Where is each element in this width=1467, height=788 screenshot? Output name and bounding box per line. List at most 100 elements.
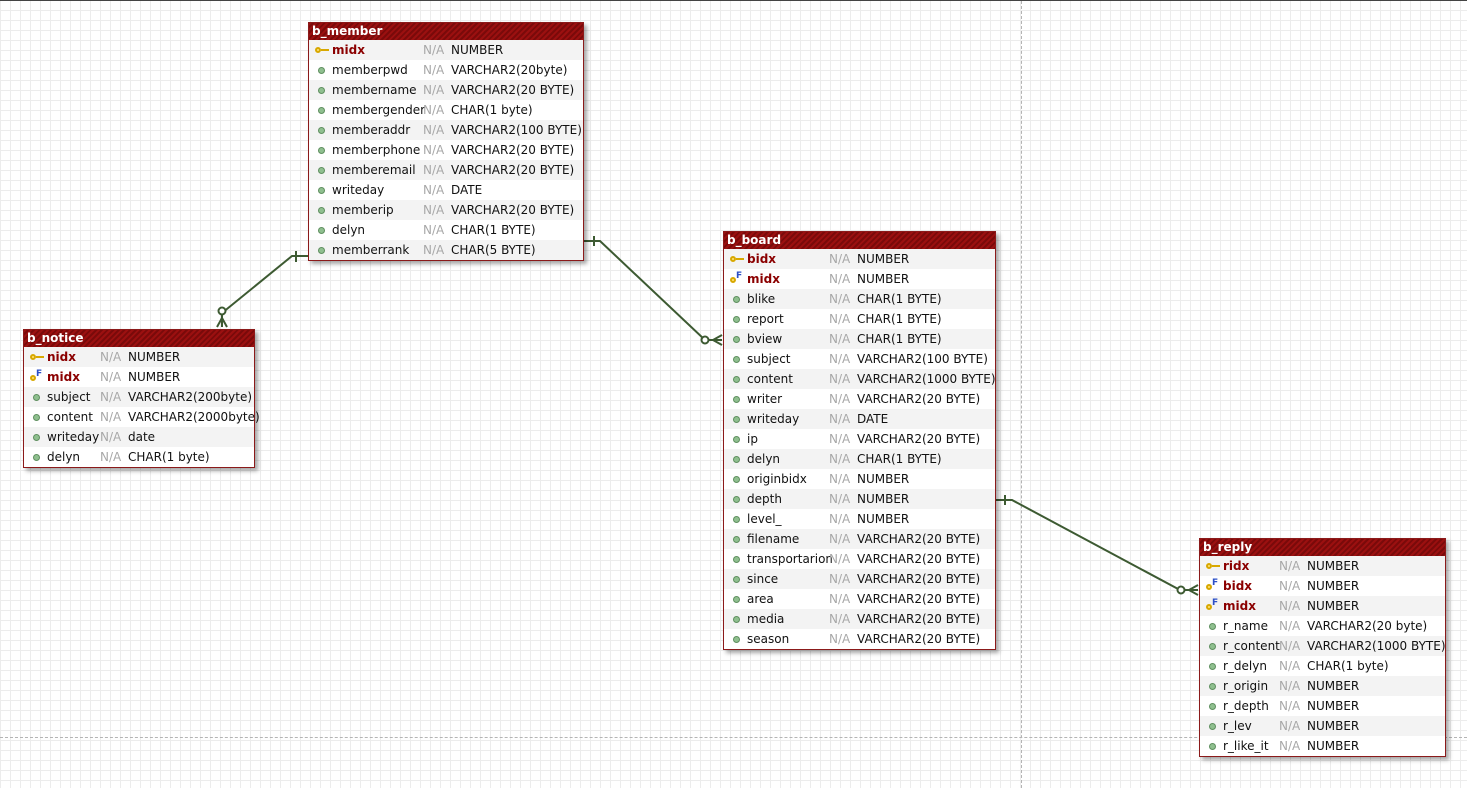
column-nullable: N/A xyxy=(829,572,851,586)
column-row[interactable]: since N/A VARCHAR2(20 BYTE) xyxy=(724,569,995,589)
column-name: blike xyxy=(747,292,776,306)
column-nullable: N/A xyxy=(829,412,851,426)
attribute-dot-icon xyxy=(729,569,745,589)
column-name: writeday xyxy=(47,430,100,444)
column-type: CHAR(5 BYTE) xyxy=(451,243,536,257)
column-type: NUMBER xyxy=(857,492,910,506)
column-type: VARCHAR2(100 BYTE) xyxy=(451,123,582,137)
column-name: level_ xyxy=(747,512,782,526)
column-name: transportarion xyxy=(747,552,834,566)
relationship-member-board[interactable] xyxy=(583,236,723,346)
column-name: content xyxy=(47,410,93,424)
attribute-dot-icon xyxy=(314,120,330,140)
attribute-dot-icon xyxy=(729,469,745,489)
column-nullable: N/A xyxy=(829,292,851,306)
column-nullable: N/A xyxy=(100,370,122,384)
attribute-dot-icon xyxy=(729,289,745,309)
column-name: midx xyxy=(47,370,80,384)
column-nullable: N/A xyxy=(829,252,851,266)
attribute-dot-icon xyxy=(314,180,330,200)
entity-b-reply[interactable]: b_reply ridxN/ANUMBERbidxN/ANUMBERmidxN/… xyxy=(1199,538,1446,757)
column-nullable: N/A xyxy=(423,243,445,257)
column-nullable: N/A xyxy=(100,410,122,424)
column-type: CHAR(1 BYTE) xyxy=(857,312,942,326)
column-name: since xyxy=(747,572,779,586)
column-nullable: N/A xyxy=(829,472,851,486)
relationship-board-reply[interactable] xyxy=(995,495,1199,596)
column-name: delyn xyxy=(747,452,781,466)
attribute-dot-icon xyxy=(729,369,745,389)
attribute-dot-icon xyxy=(29,387,45,407)
column-name: subject xyxy=(47,390,91,404)
column-type: NUMBER xyxy=(1307,559,1360,573)
relationship-member-notice[interactable] xyxy=(216,251,308,328)
attribute-dot-icon xyxy=(729,429,745,449)
column-type: VARCHAR2(1000 BYTE) xyxy=(857,372,996,386)
column-name: r_like_it xyxy=(1223,739,1269,753)
column-name: writeday xyxy=(332,183,385,197)
column-nullable: N/A xyxy=(829,432,851,446)
attribute-dot-icon xyxy=(314,240,330,260)
column-nullable: N/A xyxy=(1279,719,1301,733)
column-type: NUMBER xyxy=(857,252,910,266)
column-type: CHAR(1 byte) xyxy=(1307,659,1389,673)
column-name: writer xyxy=(747,392,783,406)
entity-b-board[interactable]: b_board bidxN/ANUMBERmidxN/ANUMBERblikeN… xyxy=(723,231,996,650)
entity-b-notice[interactable]: b_notice nidxN/ANUMBERmidxN/ANUMBERsubje… xyxy=(23,329,260,468)
column-type: NUMBER xyxy=(1307,599,1360,613)
column-type: CHAR(1 BYTE) xyxy=(451,223,536,237)
column-nullable: N/A xyxy=(1279,659,1301,673)
column-nullable: N/A xyxy=(1279,579,1301,593)
attribute-dot-icon xyxy=(1205,696,1221,716)
column-type: VARCHAR2(20 BYTE) xyxy=(857,572,981,586)
